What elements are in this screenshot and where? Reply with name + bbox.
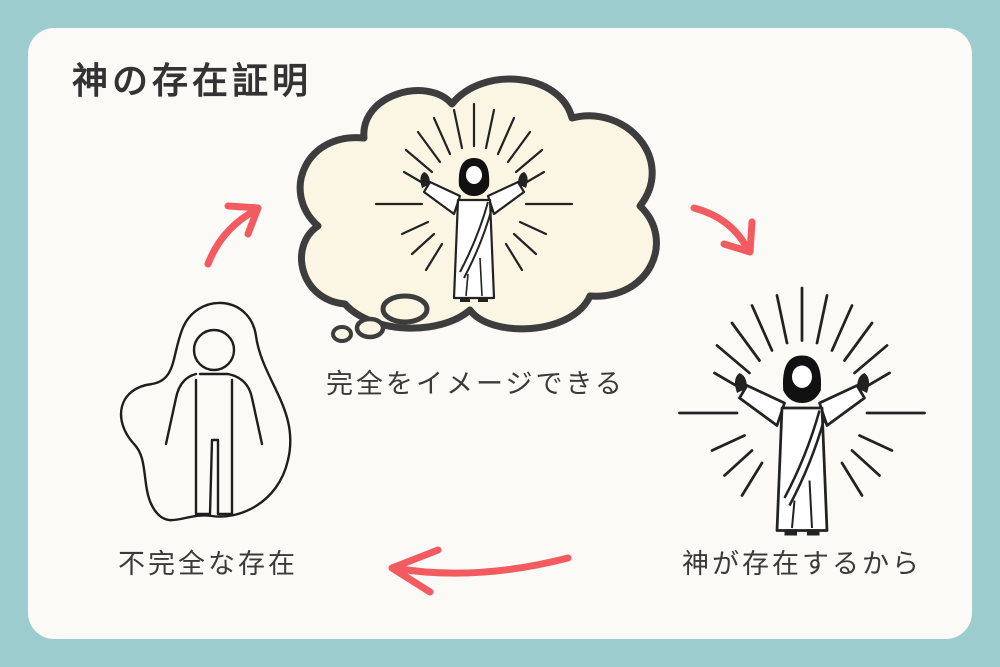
node-label-god-exists: 神が存在するから	[682, 549, 922, 580]
arrow-down-right-icon	[690, 204, 756, 256]
human-figure-icon	[119, 301, 292, 522]
arrow-left-icon	[388, 546, 572, 596]
node-label-imperfect: 不完全な存在	[118, 549, 298, 580]
page-title: 神の存在証明	[72, 61, 313, 102]
node-label-imagine: 完全をイメージできる	[326, 369, 625, 400]
arrow-up-icon	[204, 202, 262, 268]
jesus-radiant-icon	[678, 286, 926, 537]
